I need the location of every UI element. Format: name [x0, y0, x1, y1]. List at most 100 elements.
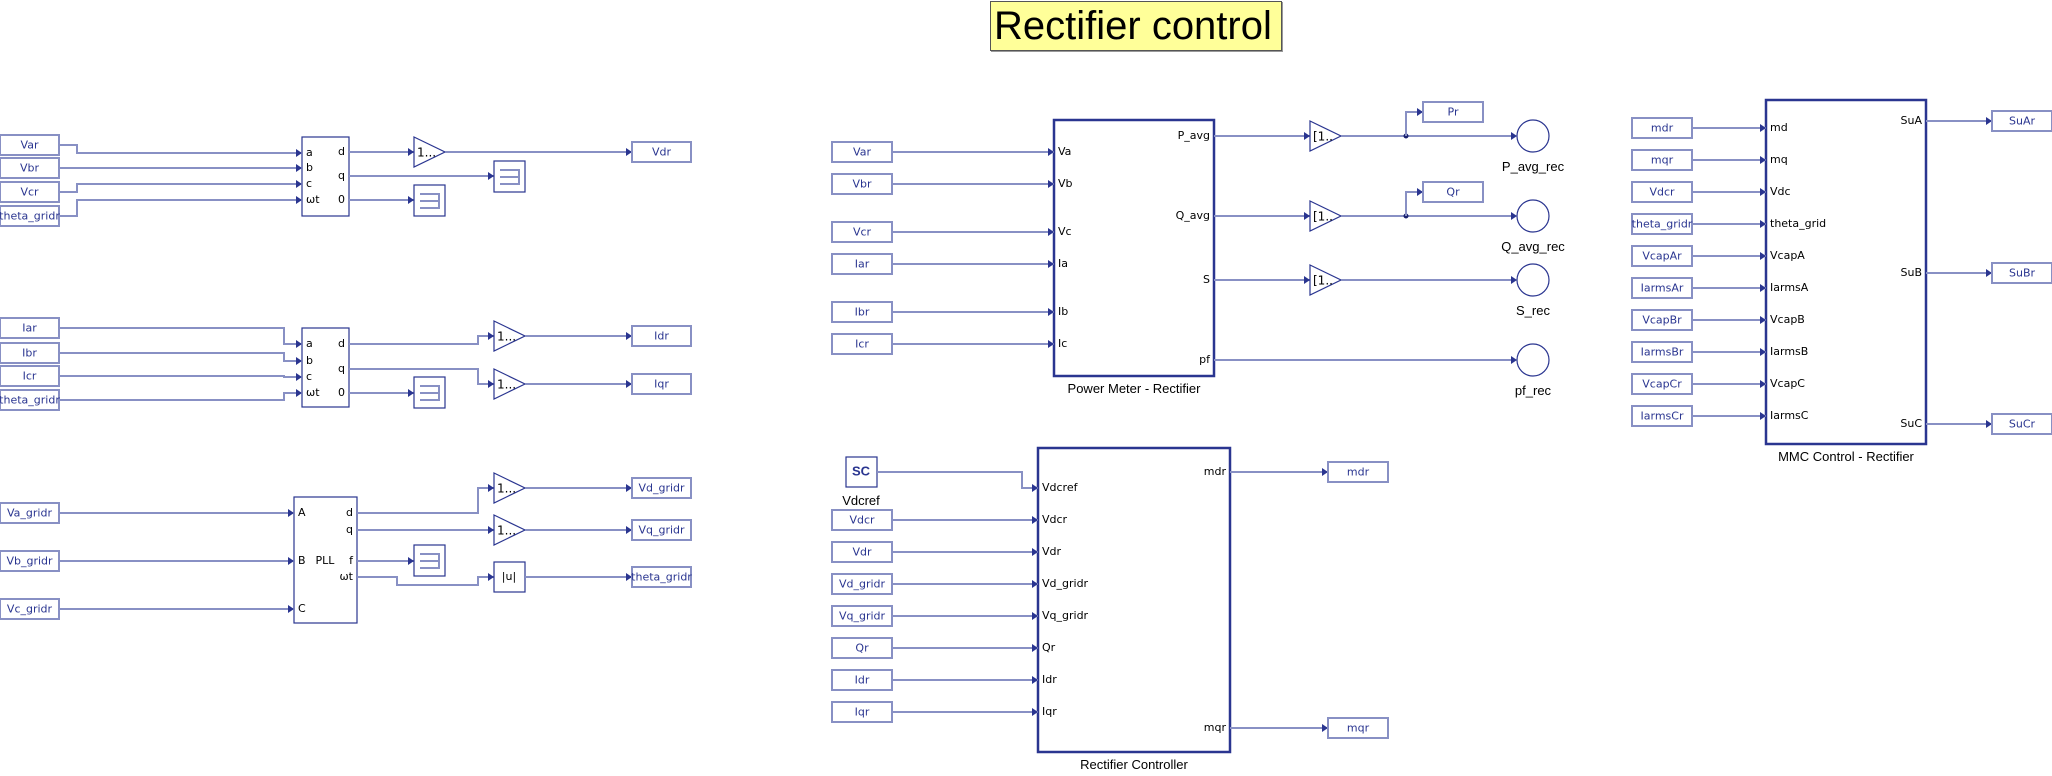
gain-block-vdgrid[interactable]: 1... — [493, 472, 527, 504]
signal-line[interactable] — [349, 368, 494, 385]
gain-triangle-icon — [1309, 120, 1343, 152]
mmc-control-block[interactable] — [1764, 98, 1928, 446]
from-tag-vb_gridr[interactable]: Vb_gridr — [0, 550, 60, 572]
pll-block[interactable] — [293, 496, 358, 624]
port-out-pf: pf — [1199, 353, 1211, 366]
from-tag-pm-vbr[interactable]: Vbr — [831, 173, 893, 195]
port-out-d: d — [338, 145, 345, 158]
from-tag-iar-0[interactable]: Iar — [0, 317, 60, 339]
from-tag-mmc-iarmsbr[interactable]: IarmsBr — [1631, 341, 1693, 363]
terminator-vq[interactable] — [493, 160, 526, 193]
from-tag-rc-idr[interactable]: Idr — [831, 669, 893, 691]
from-tag-pm-var[interactable]: Var — [831, 141, 893, 163]
power-meter-block[interactable] — [1052, 118, 1216, 378]
gain-block-iq[interactable]: 1... — [493, 368, 527, 400]
goto-tag-mdr[interactable]: mdr — [1327, 461, 1389, 483]
from-tag-mmc-vcapar-label: VcapAr — [1642, 250, 1682, 263]
from-tag-rc-vdr-label: Vdr — [852, 546, 872, 559]
signal-line[interactable] — [357, 576, 494, 586]
from-tag-theta_gridr-3[interactable]: theta_gridr — [0, 389, 60, 411]
terminator-i0[interactable] — [413, 376, 446, 409]
wire-iar[interactable] — [59, 327, 302, 345]
from-tag-mmc-mdr[interactable]: mdr — [1631, 117, 1693, 139]
wire-icr[interactable] — [59, 375, 302, 378]
goto-tag-qr[interactable]: Qr — [1422, 181, 1484, 203]
goto-tag-idr[interactable]: Idr — [631, 325, 692, 347]
goto-tag-vdr[interactable]: Vdr — [631, 141, 692, 163]
abs-block[interactable]: |u| — [493, 561, 526, 593]
port-IarmsC: IarmsC — [1770, 409, 1809, 422]
abc-to-dq-voltage-block[interactable] — [301, 136, 350, 217]
wire-theta_gridr[interactable] — [59, 199, 302, 217]
outport-p-avg-rec[interactable]: P_avg_rec — [1502, 119, 1565, 174]
from-tag-vc_gridr[interactable]: Vc_gridr — [0, 598, 60, 620]
from-tag-mmc-theta_gridr[interactable]: theta_gridr — [1631, 213, 1693, 235]
arrowhead-icon — [1760, 380, 1766, 388]
terminator-f[interactable] — [413, 544, 446, 577]
terminator-v0[interactable] — [413, 184, 446, 217]
wire-theta_gridr[interactable] — [59, 392, 302, 401]
goto-tag-sucr[interactable]: SuCr — [1991, 413, 2052, 435]
outport-s-rec[interactable]: S_rec — [1516, 263, 1550, 318]
from-tag-vbr[interactable]: Vbr — [0, 157, 60, 179]
from-tag-vcr[interactable]: Vcr — [0, 181, 60, 203]
gain-block-vqgrid[interactable]: 1... — [493, 514, 527, 546]
goto-tag-vq-gridr[interactable]: Vq_gridr — [631, 519, 692, 541]
from-tag-theta_gridr[interactable]: theta_gridr — [0, 205, 60, 227]
signal-line[interactable] — [1405, 111, 1423, 136]
gain-block-s[interactable]: [1.. — [1309, 264, 1343, 296]
goto-tag-suar-box — [1991, 110, 2052, 132]
signal-line[interactable] — [357, 487, 494, 514]
gain-block-vd[interactable]: 1... — [413, 136, 447, 168]
goto-tag-mdr-label: mdr — [1347, 466, 1370, 479]
from-tag-mmc-mqr[interactable]: mqr — [1631, 149, 1693, 171]
from-tag-pm-icr[interactable]: Icr — [831, 333, 893, 355]
outport-q-avg-rec[interactable]: Q_avg_rec — [1501, 199, 1565, 254]
from-tag-mmc-vdcr[interactable]: Vdcr — [1631, 181, 1693, 203]
from-tag-mmc-vcapcr[interactable]: VcapCr — [1631, 373, 1693, 395]
rectifier-controller-block[interactable] — [1036, 446, 1232, 754]
gain-block-id[interactable]: 1... — [493, 320, 527, 352]
goto-tag-pr[interactable]: Pr — [1422, 101, 1484, 123]
from-tag-mmc-vcapbr[interactable]: VcapBr — [1631, 309, 1693, 331]
goto-tag-vd-gridr[interactable]: Vd_gridr — [631, 477, 692, 499]
from-tag-mmc-vcapar[interactable]: VcapAr — [1631, 245, 1693, 267]
from-tag-mmc-iarmsar[interactable]: IarmsAr — [1631, 277, 1693, 299]
signal-line[interactable] — [877, 471, 1038, 489]
from-tag-rc-vdr[interactable]: Vdr — [831, 541, 893, 563]
from-tag-rc-vdcr[interactable]: Vdcr — [831, 509, 893, 531]
from-tag-ibr-1[interactable]: Ibr — [0, 342, 60, 364]
goto-tag-theta-gridr[interactable]: theta_gridr — [631, 566, 692, 588]
from-tag-va_gridr[interactable]: Va_gridr — [0, 502, 60, 524]
abc-to-dq-current-block[interactable] — [301, 327, 350, 408]
wire-vcr[interactable] — [59, 183, 302, 193]
from-tag-icr-2[interactable]: Icr — [0, 365, 60, 387]
gain-block-q[interactable]: [1.. — [1309, 200, 1343, 232]
signal-line[interactable] — [349, 335, 494, 345]
from-tag-var[interactable]: Var — [0, 134, 60, 156]
from-tag-rc-vd_gridr[interactable]: Vd_gridr — [831, 573, 893, 595]
wire-var[interactable] — [59, 144, 302, 154]
goto-tag-subr[interactable]: SuBr — [1991, 262, 2052, 284]
from-tag-rc-vq_gridr[interactable]: Vq_gridr — [831, 605, 893, 627]
from-tag-pm-ibr[interactable]: Ibr — [831, 301, 893, 323]
constant-vdcref[interactable]: SC — [845, 456, 878, 488]
wire-ibr[interactable] — [59, 352, 302, 362]
gain-triangle-icon — [493, 472, 527, 504]
port-out-mdr: mdr — [1204, 465, 1227, 478]
outport-pf-rec[interactable]: pf_rec — [1515, 343, 1552, 398]
from-tag-rc-iqr[interactable]: Iqr — [831, 701, 893, 723]
abs-box — [493, 561, 526, 593]
signal-line[interactable] — [1405, 191, 1423, 216]
from-tag-pm-iar[interactable]: Iar — [831, 253, 893, 275]
gain-block-p[interactable]: [1.. — [1309, 120, 1343, 152]
from-tag-pm-vcr[interactable]: Vcr — [831, 221, 893, 243]
from-tag-mmc-iarmscr[interactable]: IarmsCr — [1631, 405, 1693, 427]
goto-tag-iqr[interactable]: Iqr — [631, 373, 692, 395]
from-tag-rc-qr[interactable]: Qr — [831, 637, 893, 659]
goto-tag-mqr[interactable]: mqr — [1327, 717, 1389, 739]
goto-tag-suar[interactable]: SuAr — [1991, 110, 2052, 132]
port-out-0: 0 — [338, 386, 345, 399]
arrowhead-icon — [1048, 340, 1054, 348]
arrowhead-icon — [626, 484, 632, 492]
